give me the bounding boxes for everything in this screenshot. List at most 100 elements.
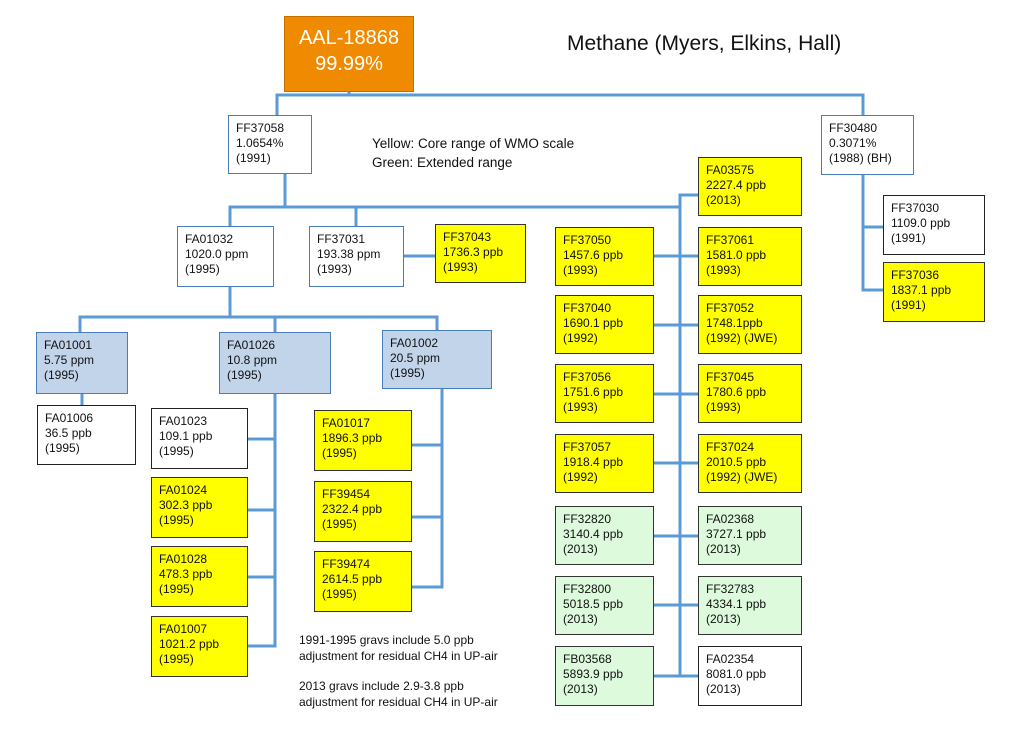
node-concentration: 1751.6 ppb xyxy=(563,385,624,399)
node-id: FF39454 xyxy=(322,487,371,501)
node-id: FB03568 xyxy=(563,652,612,666)
node-concentration: 193.38 ppm xyxy=(317,247,381,261)
node-year: (1993) xyxy=(563,263,598,277)
node-concentration: 1837.1 ppb xyxy=(891,283,952,297)
node-fa01002: FA01002 20.5 ppm (1995) xyxy=(382,330,492,389)
node-id: FF30480 xyxy=(829,121,878,135)
node-concentration: 4334.1 ppb xyxy=(706,597,767,611)
node-fa01026: FA01026 10.8 ppm (1995) xyxy=(219,332,331,394)
node-id: FF32820 xyxy=(563,512,612,526)
node-ff39474: FF39474 2614.5 ppb (1995) xyxy=(314,551,412,612)
connector-fa01002 xyxy=(410,387,444,589)
node-year: (1991) xyxy=(236,151,271,165)
node-concentration: 3727.1 ppb xyxy=(706,527,767,541)
note-1991-1995: 1991-1995 gravs include 5.0 ppb adjustme… xyxy=(299,632,498,664)
node-id: FA01023 xyxy=(159,414,208,428)
node-fa03575: FA03575 2227.4 ppb (2013) xyxy=(698,157,802,216)
node-fa01001: FA01001 5.75 ppm (1995) xyxy=(36,332,128,394)
node-year: (1995) xyxy=(322,517,357,531)
connector-fa01032 xyxy=(78,285,439,334)
node-year: (1991) xyxy=(891,231,926,245)
node-concentration: 1780.6 ppb xyxy=(706,385,767,399)
note-line: adjustment for residual CH4 in UP-air xyxy=(299,649,498,663)
node-fa01024: FA01024 302.3 ppb (1995) xyxy=(151,477,248,538)
node-concentration: 2614.5 ppb xyxy=(322,572,383,586)
node-ff32800: FF32800 5018.5 ppb (2013) xyxy=(555,576,654,635)
node-id: FA01017 xyxy=(322,416,371,430)
node-ff37043: FF37043 1736.3 ppb (1993) xyxy=(435,224,526,283)
node-concentration: 302.3 ppb xyxy=(159,498,213,512)
node-ff37031: FF37031 193.38 ppm (1993) xyxy=(309,226,404,287)
node-year: (1995) xyxy=(159,444,194,458)
node-ff32783: FF32783 4334.1 ppb (2013) xyxy=(698,576,802,635)
node-concentration: 10.8 ppm xyxy=(227,353,278,367)
node-ff37057: FF37057 1918.4 ppb (1992) xyxy=(555,434,654,493)
connector-fa01026 xyxy=(246,392,277,648)
node-year: (2013) xyxy=(563,542,598,556)
node-fa01023: FA01023 109.1 ppb (1995) xyxy=(151,408,248,469)
node-concentration: 1896.3 ppb xyxy=(322,431,383,445)
color-legend: Yellow: Core range of WMO scale Green: E… xyxy=(372,134,574,172)
node-ff37056: FF37056 1751.6 ppb (1993) xyxy=(555,364,654,423)
node-fa01028: FA01028 478.3 ppb (1995) xyxy=(151,546,248,607)
node-id: FF37024 xyxy=(706,440,755,454)
connector-right-column xyxy=(652,193,700,678)
node-year: (1995) xyxy=(159,582,194,596)
node-concentration: 0.3071% xyxy=(829,136,877,150)
node-concentration: 478.3 ppb xyxy=(159,567,213,581)
node-purity: 99.99% xyxy=(315,53,383,75)
node-id: FA01002 xyxy=(390,336,439,350)
node-concentration: 1021.2 ppb xyxy=(159,637,220,651)
node-concentration: 36.5 ppb xyxy=(45,426,92,440)
node-concentration: 5018.5 ppb xyxy=(563,597,624,611)
legend-green: Green: Extended range xyxy=(372,155,513,170)
node-concentration: 5893.9 ppb xyxy=(563,667,624,681)
node-year: (1993) xyxy=(317,262,352,276)
node-id: FA01028 xyxy=(159,552,208,566)
node-concentration: 1918.4 ppb xyxy=(563,455,624,469)
node-id: FF37043 xyxy=(443,230,492,244)
node-fa01007: FA01007 1021.2 ppb (1995) xyxy=(151,616,248,677)
node-concentration: 1109.0 ppb xyxy=(891,216,951,230)
node-year: (1995) xyxy=(159,513,194,527)
node-fa01006: FA01006 36.5 ppb (1995) xyxy=(37,405,136,465)
node-id: FF37057 xyxy=(563,440,612,454)
node-ff37061: FF37061 1581.0 ppb (1993) xyxy=(698,227,802,286)
node-ff32820: FF32820 3140.4 ppb (2013) xyxy=(555,506,654,565)
legend-yellow: Yellow: Core range of WMO scale xyxy=(372,136,575,151)
node-year: (1993) xyxy=(563,400,598,414)
node-fa02354: FA02354 8081.0 ppb (2013) xyxy=(698,646,802,706)
node-year: (1992) (JWE) xyxy=(706,470,778,484)
node-id: FF37050 xyxy=(563,233,612,247)
node-id: FA01024 xyxy=(159,483,208,497)
note-line: 2013 gravs include 2.9-3.8 ppb xyxy=(299,679,464,693)
connector-ff37058 xyxy=(228,172,682,228)
node-id: FF37031 xyxy=(317,232,366,246)
node-concentration: 5.75 ppm xyxy=(44,353,95,367)
node-fa02368: FA02368 3727.1 ppb (2013) xyxy=(698,506,802,565)
node-year: (2013) xyxy=(563,682,598,696)
node-concentration: 8081.0 ppb xyxy=(706,667,767,681)
node-year: (1995) xyxy=(322,446,357,460)
node-id: FF37030 xyxy=(891,201,940,215)
node-ff37040: FF37040 1690.1 ppb (1992) xyxy=(555,295,654,354)
node-id: FF39474 xyxy=(322,557,371,571)
node-year: (1995) xyxy=(322,587,357,601)
node-year: (2013) xyxy=(563,612,598,626)
node-year: (1988) (BH) xyxy=(829,151,892,165)
node-concentration: 2010.5 ppb xyxy=(706,455,767,469)
node-id: FF37058 xyxy=(236,121,285,135)
node-year: (1992) (JWE) xyxy=(706,331,778,345)
connector-ff30480 xyxy=(861,173,885,292)
node-ff37024: FF37024 2010.5 ppb (1992) (JWE) xyxy=(698,434,802,493)
node-year: (1993) xyxy=(443,260,478,274)
node-year: (2013) xyxy=(706,682,741,696)
node-year: (1993) xyxy=(706,400,741,414)
node-year: (1995) xyxy=(45,441,80,455)
node-year: (1992) xyxy=(563,331,598,345)
node-concentration: 1020.0 ppm xyxy=(185,247,249,261)
node-id: FF37061 xyxy=(706,233,755,247)
node-year: (1995) xyxy=(44,368,79,382)
node-id: FF37045 xyxy=(706,370,755,384)
